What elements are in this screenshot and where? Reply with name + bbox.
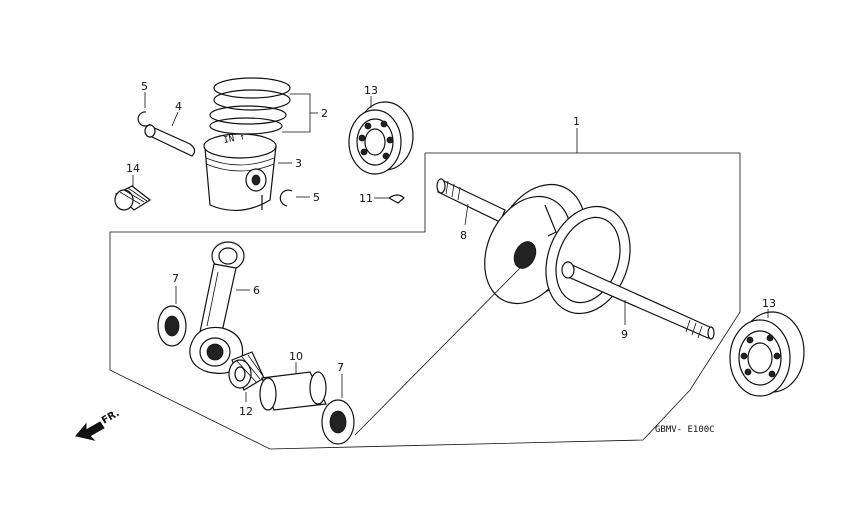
callout-8: 8 bbox=[460, 229, 467, 242]
radial-bearing-lower bbox=[729, 311, 805, 397]
callout-10: 10 bbox=[289, 350, 303, 363]
callout-7b: 7 bbox=[337, 361, 344, 374]
callout-1: 1 bbox=[573, 115, 580, 128]
callout-3: 3 bbox=[295, 157, 302, 170]
leader-8 bbox=[464, 203, 469, 226]
needle-bearing-small bbox=[114, 185, 152, 211]
front-direction-arrow-icon bbox=[75, 421, 105, 441]
callout-6: 6 bbox=[253, 284, 260, 297]
piston-rings bbox=[209, 77, 291, 135]
thrust-washer-right bbox=[321, 399, 355, 445]
crank-pin bbox=[259, 371, 327, 411]
svg-text:IN ↑: IN ↑ bbox=[223, 132, 246, 146]
piston-pin-clip-right bbox=[279, 189, 293, 207]
callout-13a: 13 bbox=[364, 84, 378, 97]
callout-9: 9 bbox=[621, 328, 628, 341]
callout-14: 14 bbox=[126, 162, 140, 175]
callout-12: 12 bbox=[239, 405, 253, 418]
piston-pin bbox=[144, 124, 196, 157]
piston-pin-clip-left bbox=[137, 111, 151, 127]
connecting-rod bbox=[189, 241, 245, 374]
diagram-code: GBMV- E100C bbox=[655, 425, 715, 435]
callout-5a: 5 bbox=[141, 80, 148, 93]
callout-13b: 13 bbox=[762, 297, 776, 310]
needle-bearing-big bbox=[228, 351, 265, 391]
thrust-washer-left bbox=[157, 305, 187, 347]
callout-7a: 7 bbox=[172, 272, 179, 285]
direction-label: FR. bbox=[100, 408, 122, 427]
leader-4 bbox=[171, 111, 179, 127]
callout-11: 11 bbox=[359, 192, 373, 205]
crankshaft bbox=[436, 178, 715, 340]
piston: IN ↑ bbox=[203, 132, 277, 212]
callout-4: 4 bbox=[175, 100, 182, 113]
leader-2 bbox=[282, 93, 311, 133]
radial-bearing-upper bbox=[348, 101, 414, 175]
assembly-outline bbox=[109, 152, 741, 450]
woodruff-key bbox=[387, 194, 405, 204]
callout-5b: 5 bbox=[313, 191, 320, 204]
callout-2: 2 bbox=[321, 107, 328, 120]
